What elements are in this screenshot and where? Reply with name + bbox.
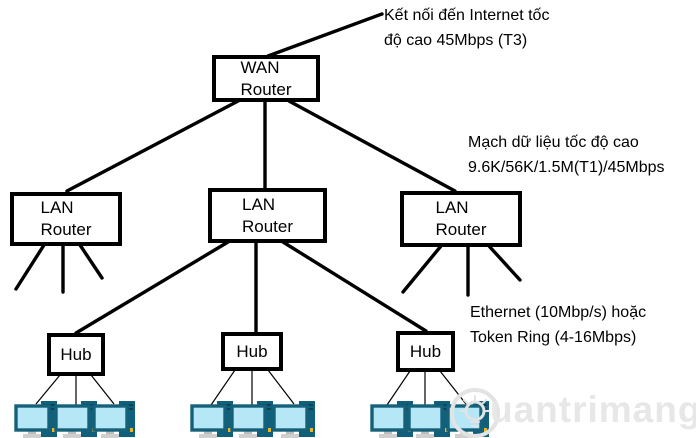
lan-router-right-label: LAN Router — [435, 198, 487, 239]
wan-router-label: WAN Router — [240, 57, 292, 99]
hub-left-node: Hub — [47, 333, 105, 376]
computer-icon — [407, 400, 455, 438]
annotation-internet: Kết nối đến Internet tốc độ cao 45Mbps (… — [384, 7, 550, 49]
computer-icon — [230, 400, 278, 438]
lan-router-left-label: LAN Router — [40, 198, 92, 239]
lan-router-center-node: LAN Router — [208, 188, 327, 243]
computer-icon — [272, 400, 320, 438]
hub-center-label: Hub — [236, 342, 268, 361]
wan-router-node: WAN Router — [212, 55, 320, 102]
watermark-logo-icon — [450, 388, 500, 438]
hub-center-node: Hub — [221, 332, 283, 371]
annotation-ethernet: Ethernet (10Mbp/s) hoặc Token Ring (4-16… — [470, 304, 647, 346]
annotation-data-circuit: Mạch dữ liệu tốc độ cao 9.6K/56K/1.5M(T1… — [468, 134, 665, 176]
hub-right-node: Hub — [396, 331, 455, 372]
lan-router-right-node: LAN Router — [400, 191, 522, 247]
computer-icon — [190, 400, 238, 438]
lan-router-center-label: LAN Router — [241, 194, 294, 236]
hub-left-label: Hub — [60, 345, 92, 364]
watermark: uantrimang — [448, 386, 696, 438]
computer-icon — [14, 400, 62, 438]
watermark-text: uantrimang — [490, 389, 696, 430]
hub-right-label: Hub — [409, 342, 442, 361]
lan-router-left-node: LAN Router — [10, 192, 122, 246]
computer-icon — [92, 400, 140, 438]
